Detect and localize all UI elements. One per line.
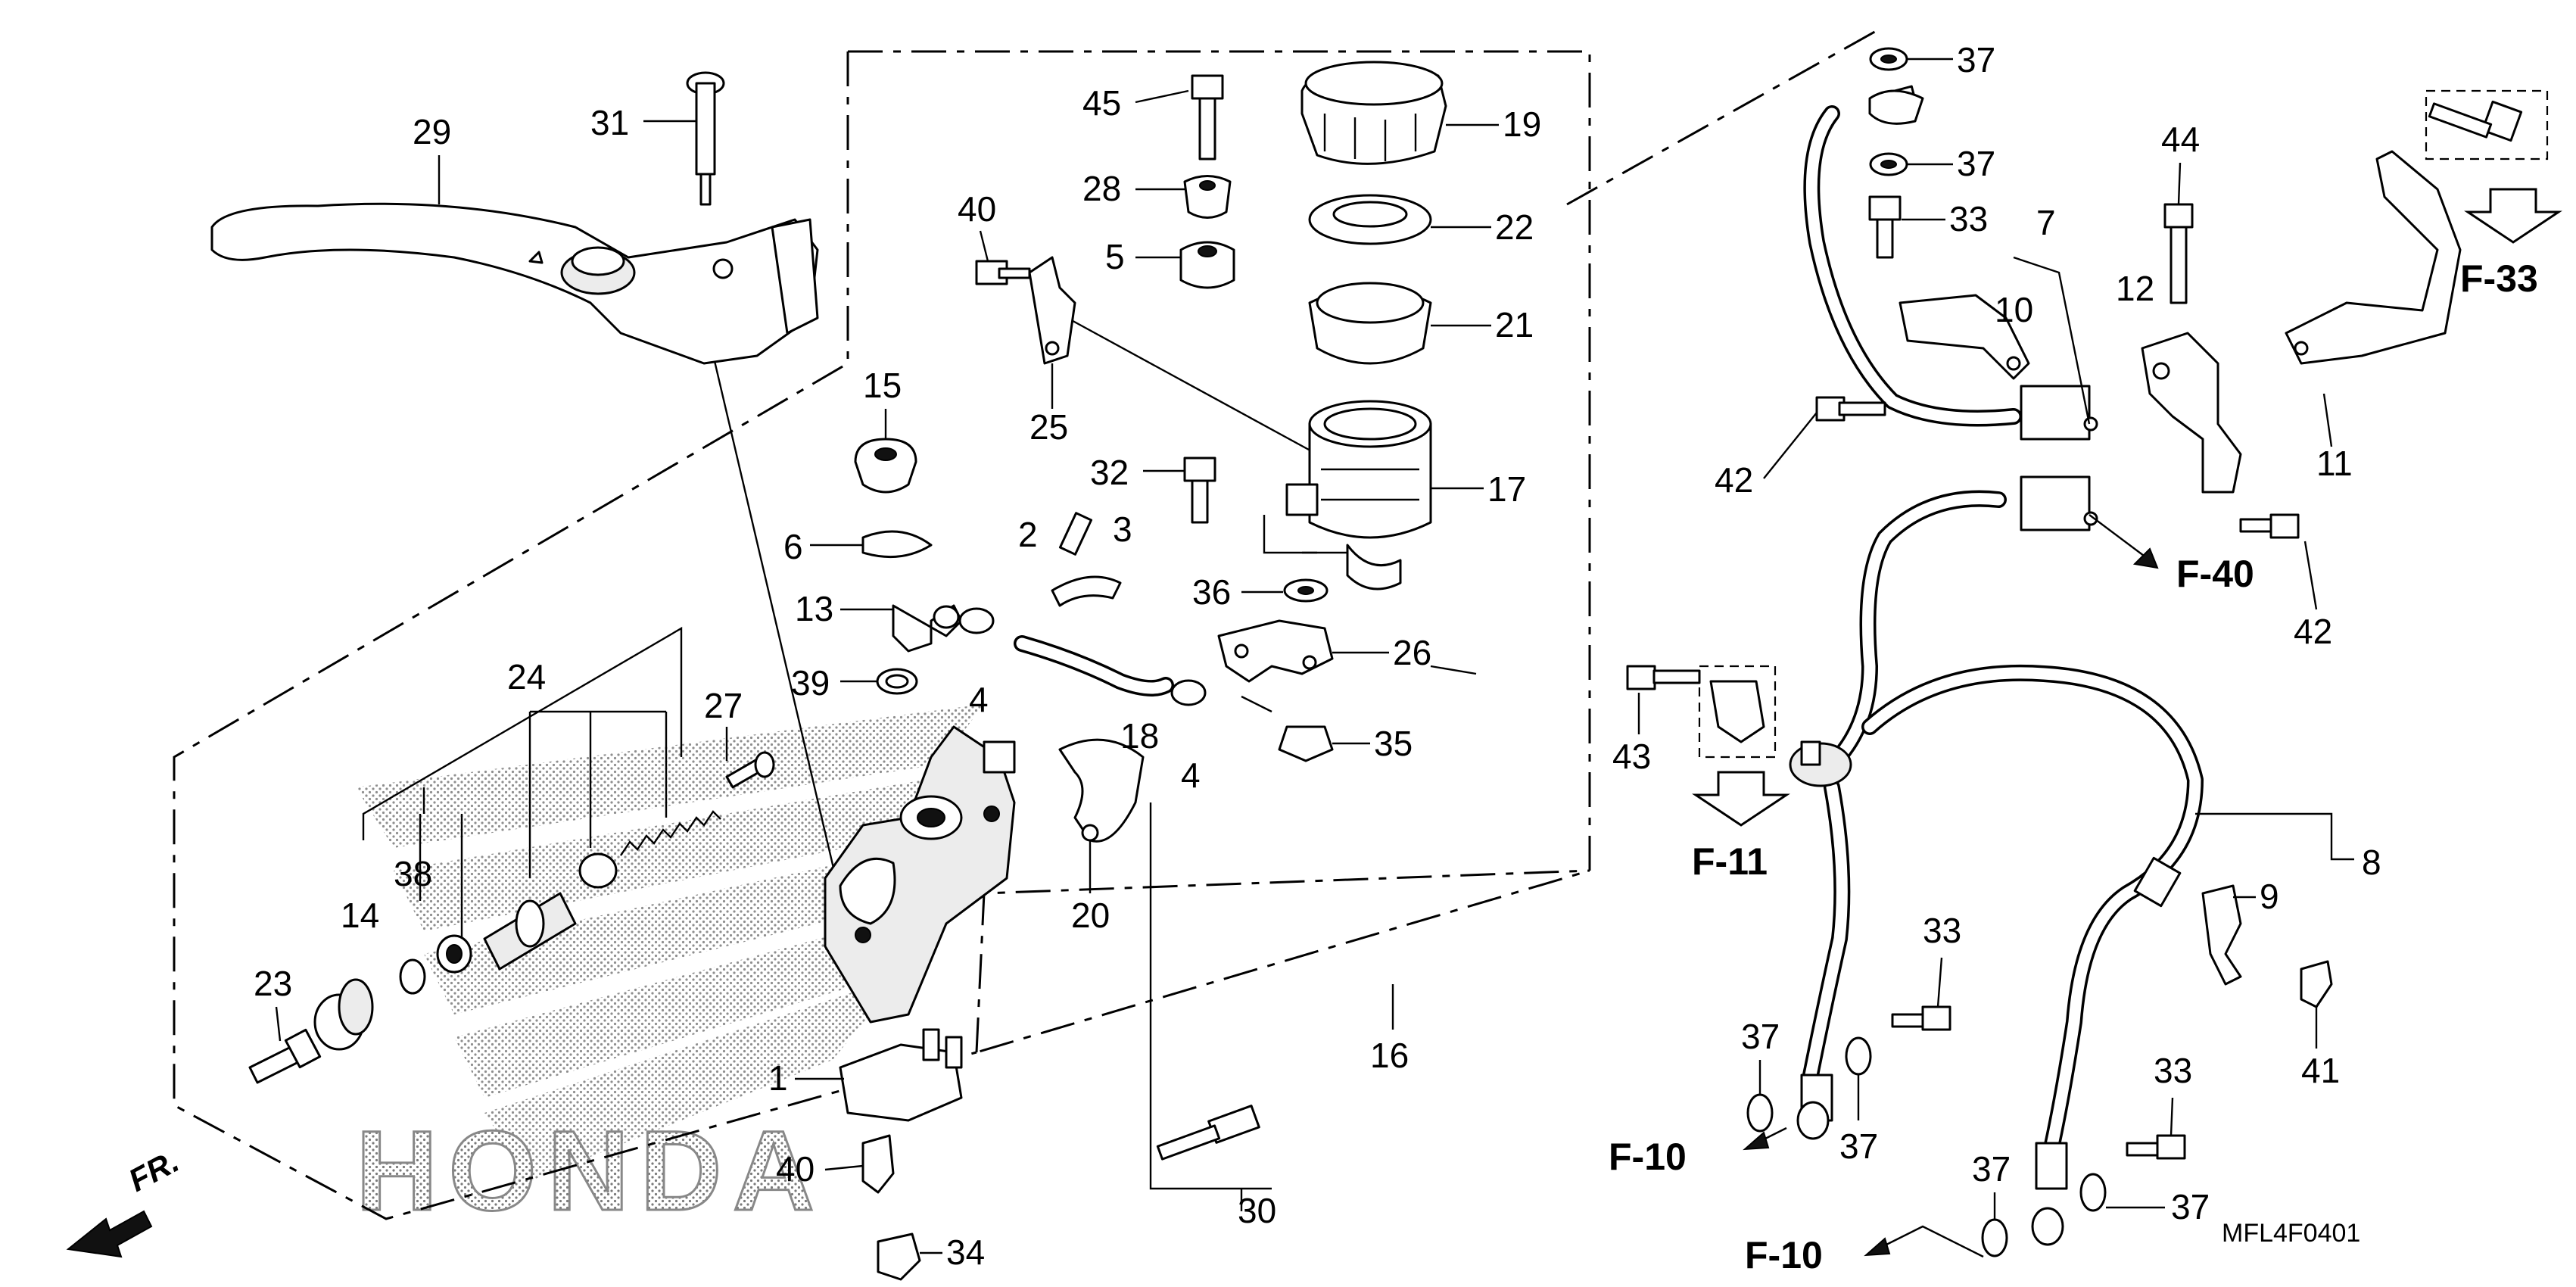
label-part-40b: 40 <box>776 1149 815 1189</box>
label-part-26: 26 <box>1393 633 1431 672</box>
label-part-12: 12 <box>2116 269 2154 308</box>
holder-clamp <box>1058 738 1145 843</box>
reservoir-bracket <box>975 256 1076 365</box>
cap-bolt-set <box>1179 74 1235 289</box>
honda-watermark-text: HONDA <box>356 1107 825 1234</box>
part-labels: 1 2 3 4 4 5 6 7 8 9 10 11 12 13 14 15 16… <box>254 40 2381 1272</box>
label-part-21: 21 <box>1495 305 1534 344</box>
master-cylinder-body <box>824 725 1016 1024</box>
reference-arrows <box>66 188 2562 1258</box>
label-part-45: 45 <box>1082 83 1121 123</box>
label-part-23: 23 <box>254 964 292 1003</box>
brake-switch <box>839 1028 1260 1281</box>
label-part-33b: 33 <box>1923 911 1961 950</box>
label-part-18: 18 <box>1120 716 1159 756</box>
label-part-33a: 33 <box>1949 199 1988 238</box>
hose-clip <box>1698 89 2549 986</box>
label-part-22: 22 <box>1495 207 1534 247</box>
label-part-4a: 4 <box>969 680 989 719</box>
honda-wing-watermark <box>356 704 984 1181</box>
hose-stays <box>1899 150 2462 494</box>
ref-f10-upper: F-10 <box>1609 1136 1687 1178</box>
label-part-36: 36 <box>1192 572 1231 612</box>
label-part-42a: 42 <box>1715 460 1753 500</box>
label-part-37a: 37 <box>1957 40 1995 79</box>
label-part-42b: 42 <box>2294 612 2332 651</box>
label-part-37c: 37 <box>1741 1017 1780 1056</box>
label-part-10: 10 <box>1995 290 2033 329</box>
label-part-30: 30 <box>1238 1191 1276 1230</box>
label-part-7: 7 <box>2036 203 2056 242</box>
label-part-34: 34 <box>946 1232 985 1272</box>
label-part-9: 9 <box>2260 877 2279 916</box>
ref-f10-lower: F-10 <box>1745 1234 1823 1276</box>
label-part-17: 17 <box>1487 469 1526 509</box>
hose-bolts <box>1626 47 2523 1257</box>
label-part-19: 19 <box>1503 104 1541 144</box>
ref-f33: F-33 <box>2460 257 2538 300</box>
reservoir-hose <box>958 512 1207 706</box>
label-part-38: 38 <box>394 854 432 893</box>
pivot-bolt <box>686 71 725 206</box>
label-part-28: 28 <box>1082 169 1121 208</box>
label-part-13: 13 <box>795 589 833 628</box>
label-part-3: 3 <box>1113 510 1132 549</box>
label-part-5: 5 <box>1105 237 1125 276</box>
reservoir-stay <box>1183 457 1334 762</box>
label-part-41: 41 <box>2301 1051 2340 1090</box>
ref-f40: F-40 <box>2176 553 2254 595</box>
label-part-43: 43 <box>1612 737 1651 776</box>
label-part-37f: 37 <box>2171 1187 2210 1226</box>
label-part-29: 29 <box>413 112 451 151</box>
label-part-16: 16 <box>1370 1036 1409 1075</box>
label-part-8: 8 <box>2362 843 2381 882</box>
label-part-20: 20 <box>1071 896 1110 935</box>
label-part-24: 24 <box>507 657 546 696</box>
brake-hoses <box>1789 85 2204 1246</box>
label-part-1: 1 <box>768 1058 788 1098</box>
label-part-27: 27 <box>704 686 743 725</box>
label-part-37d: 37 <box>1839 1127 1878 1166</box>
leader-lines <box>362 316 1477 1211</box>
label-part-31: 31 <box>590 103 629 142</box>
label-part-15: 15 <box>863 366 902 405</box>
ref-f11: F-11 <box>1692 840 1768 883</box>
label-part-4b: 4 <box>1181 756 1201 795</box>
label-part-37b: 37 <box>1957 144 1995 183</box>
label-part-32: 32 <box>1090 453 1129 492</box>
front-direction-label: FR. <box>123 1143 185 1198</box>
hose-joint-parts <box>854 438 963 695</box>
piston-set <box>248 751 775 1084</box>
label-part-11: 11 <box>2316 444 2353 483</box>
label-part-40a: 40 <box>958 189 996 229</box>
label-part-35: 35 <box>1374 724 1413 763</box>
reservoir-assembly <box>1285 61 1447 591</box>
reference-labels: F-33 F-40 F-11 F-10 F-10 <box>1609 257 2538 1276</box>
label-part-39: 39 <box>791 663 830 703</box>
diagram-code: MFL4F0401 <box>2222 1219 2360 1248</box>
label-part-2: 2 <box>1018 515 1038 554</box>
label-part-14: 14 <box>341 896 379 935</box>
label-part-25: 25 <box>1029 407 1068 447</box>
label-part-37e: 37 <box>1972 1149 2011 1189</box>
label-part-6: 6 <box>783 527 803 566</box>
brake-lever <box>210 202 819 365</box>
label-part-44: 44 <box>2161 120 2200 159</box>
label-part-33c: 33 <box>2154 1051 2192 1090</box>
